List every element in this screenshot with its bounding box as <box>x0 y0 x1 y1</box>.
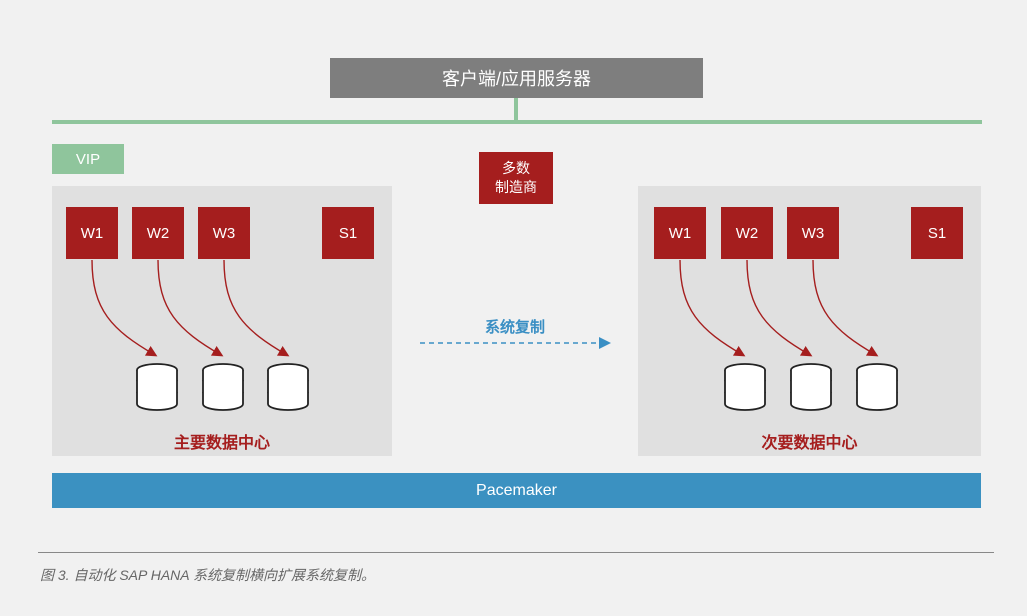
primary-datacenter-label: 主要数据中心 <box>52 429 392 453</box>
primary-worker-3-label: W3 <box>212 224 236 242</box>
database-icon <box>202 363 244 411</box>
vendor-box: 多数 制造商 <box>479 152 553 204</box>
vendor-line-1: 多数 <box>502 160 530 176</box>
primary-arrow-2 <box>157 259 224 357</box>
secondary-worker-2: W2 <box>721 207 773 259</box>
client-network-connector <box>514 98 518 122</box>
database-icon <box>267 363 309 411</box>
primary-standby-1-label: S1 <box>338 224 358 242</box>
vip-label: VIP <box>75 150 101 168</box>
secondary-datacenter-label-text: 次要数据中心 <box>761 435 858 452</box>
network-line <box>52 120 982 124</box>
client-app-server-label: 客户端/应用服务器 <box>441 69 591 89</box>
secondary-datacenter-label: 次要数据中心 <box>638 429 981 453</box>
secondary-worker-3-label: W3 <box>801 224 825 242</box>
primary-arrow-3 <box>223 259 290 357</box>
pacemaker-bar: Pacemaker <box>52 473 981 508</box>
primary-worker-2-label: W2 <box>146 224 170 242</box>
secondary-standby-1-label: S1 <box>927 224 947 242</box>
primary-worker-3: W3 <box>198 207 250 259</box>
secondary-standby-1: S1 <box>911 207 963 259</box>
vip-tag: VIP <box>52 144 124 174</box>
caption-divider <box>38 552 994 553</box>
secondary-arrow-1 <box>679 259 746 357</box>
secondary-arrow-3 <box>812 259 879 357</box>
figure-caption: 图 3. 自动化 SAP HANA 系统复制横向扩展系统复制。 <box>40 567 375 583</box>
secondary-worker-1: W1 <box>654 207 706 259</box>
pacemaker-label: Pacemaker <box>476 481 557 499</box>
primary-standby-1: S1 <box>322 207 374 259</box>
secondary-worker-3: W3 <box>787 207 839 259</box>
primary-worker-1-label: W1 <box>80 224 104 242</box>
secondary-worker-2-label: W2 <box>735 224 759 242</box>
primary-worker-1: W1 <box>66 207 118 259</box>
primary-arrow-1 <box>91 259 158 357</box>
replication-label-text: 系统复制 <box>484 319 545 336</box>
secondary-worker-1-label: W1 <box>668 224 692 242</box>
primary-datacenter-label-text: 主要数据中心 <box>173 435 270 452</box>
database-icon <box>856 363 898 411</box>
vendor-line-2: 制造商 <box>495 179 537 195</box>
database-icon <box>136 363 178 411</box>
database-icon <box>724 363 766 411</box>
secondary-arrow-2 <box>746 259 813 357</box>
replication-label: 系统复制 <box>470 316 560 337</box>
client-app-server-box: 客户端/应用服务器 <box>330 58 703 98</box>
database-icon <box>790 363 832 411</box>
primary-worker-2: W2 <box>132 207 184 259</box>
